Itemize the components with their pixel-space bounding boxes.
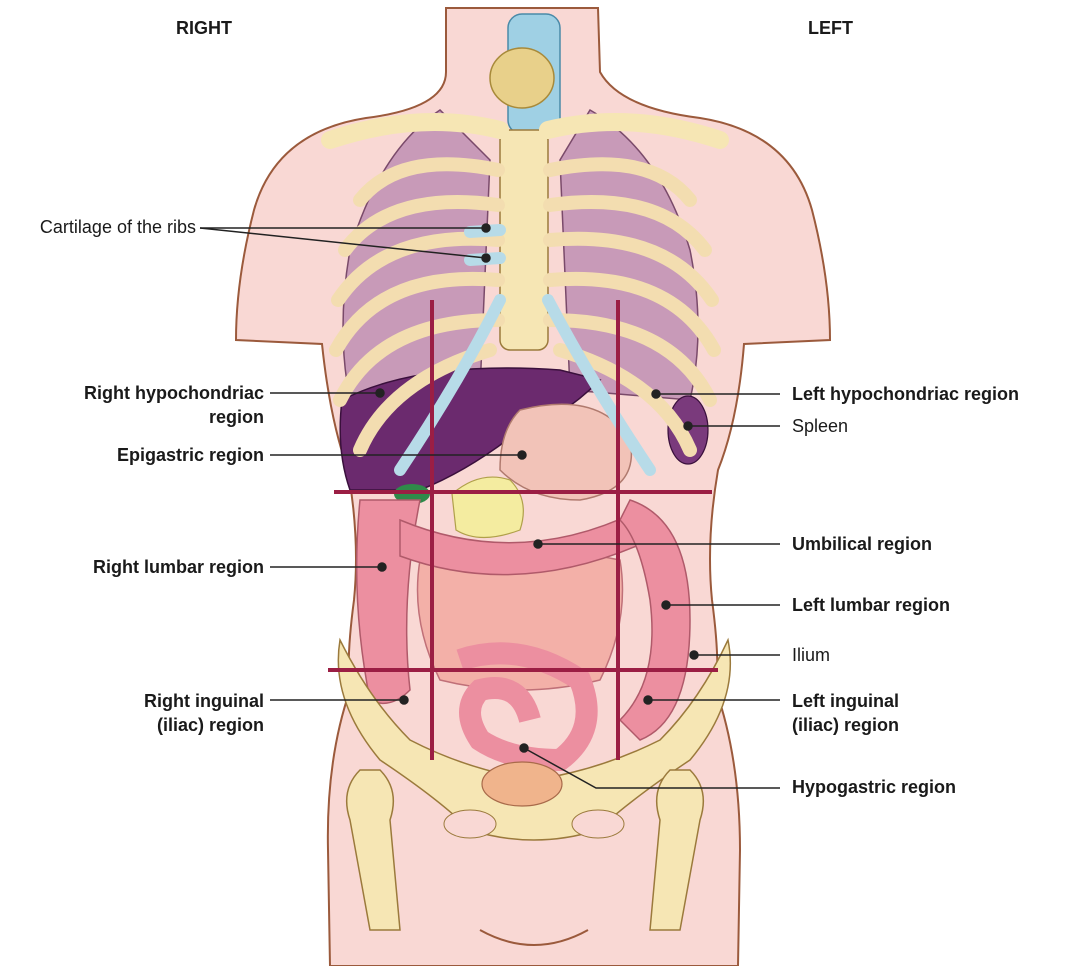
leader-dot bbox=[644, 696, 652, 704]
label-ilium: Ilium bbox=[792, 644, 830, 666]
leader-dot bbox=[376, 389, 384, 397]
left-obturator bbox=[572, 810, 624, 838]
label-left-hypochondriac: Left hypochondriac region bbox=[792, 383, 1019, 405]
sternum bbox=[500, 130, 548, 350]
leader-dot bbox=[684, 422, 692, 430]
label-right-lumbar: Right lumbar region bbox=[93, 556, 264, 578]
label-left-inguinal-line2: (iliac) region bbox=[792, 714, 899, 736]
leader-dot bbox=[400, 696, 408, 704]
bladder bbox=[482, 762, 562, 806]
label-left-lumbar: Left lumbar region bbox=[792, 594, 950, 616]
leader-dot bbox=[518, 451, 526, 459]
label-umbilical: Umbilical region bbox=[792, 533, 932, 555]
leader-dot bbox=[378, 563, 386, 571]
leader-dot bbox=[482, 224, 490, 232]
label-cartilage: Cartilage of the ribs bbox=[40, 216, 196, 238]
right-side-header: RIGHT bbox=[176, 18, 232, 39]
leader-dot bbox=[520, 744, 528, 752]
leader-dot bbox=[482, 254, 490, 262]
label-left-inguinal-line1: Left inguinal bbox=[792, 690, 899, 712]
leader-dot bbox=[662, 601, 670, 609]
label-right-hypochondriac-line2: region bbox=[209, 406, 264, 428]
leader-dot bbox=[534, 540, 542, 548]
label-right-hypochondriac-line1: Right hypochondriac bbox=[84, 382, 264, 404]
pancreas bbox=[452, 477, 523, 537]
left-side-header: LEFT bbox=[808, 18, 853, 39]
right-obturator bbox=[444, 810, 496, 838]
thyroid-gland bbox=[490, 48, 554, 108]
label-spleen: Spleen bbox=[792, 415, 848, 437]
leader-dot bbox=[652, 390, 660, 398]
leader-dot bbox=[690, 651, 698, 659]
label-epigastric: Epigastric region bbox=[117, 444, 264, 466]
label-right-inguinal-line2: (iliac) region bbox=[157, 714, 264, 736]
label-hypogastric: Hypogastric region bbox=[792, 776, 956, 798]
label-right-inguinal-line1: Right inguinal bbox=[144, 690, 264, 712]
